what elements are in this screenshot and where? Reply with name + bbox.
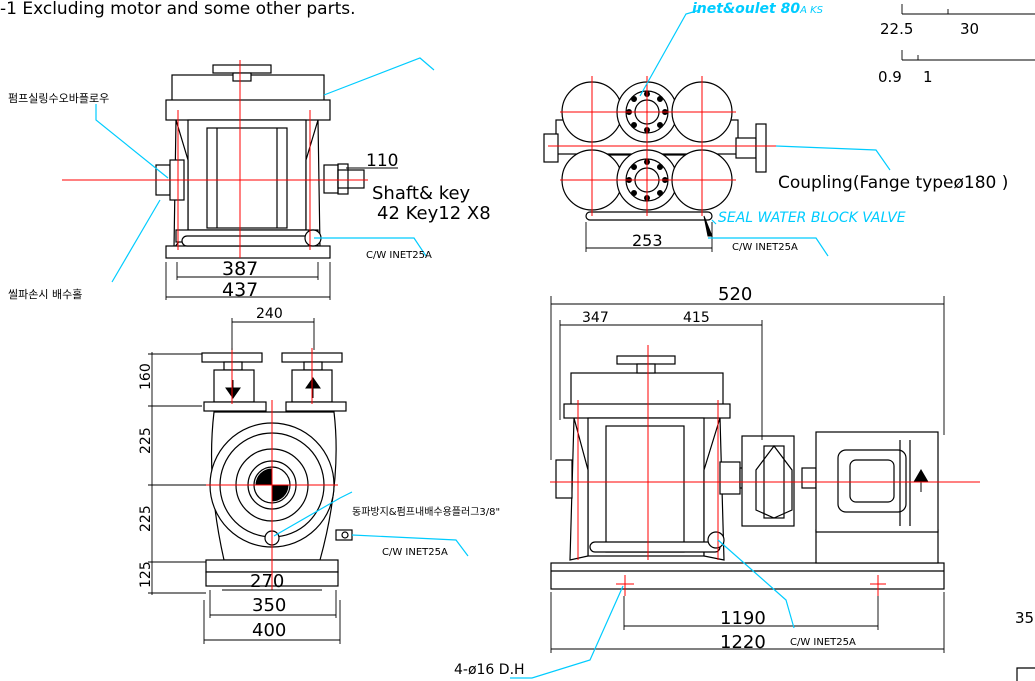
corner-frame	[1016, 667, 1035, 681]
dim-270: 270	[250, 571, 284, 592]
dim-240: 240	[256, 306, 283, 322]
leader-anchor-holes	[510, 585, 624, 679]
corner-number: 35	[1015, 609, 1034, 627]
dim-1220: 1220	[720, 632, 766, 653]
scale-tick-1: 1	[923, 68, 933, 86]
scale-tick-0-9: 0.9	[878, 68, 902, 86]
anchor-holes-label: 4-ø16 D.H	[454, 662, 525, 678]
leader-cw-4	[717, 539, 795, 629]
dim-125: 125	[138, 561, 154, 588]
leader-cw-2	[708, 237, 829, 257]
shaft-key-label: Shaft& key	[372, 183, 471, 204]
dim-225-lower: 225	[138, 505, 154, 532]
seal-valve-label: SEAL WATER BLOCK VALVE	[718, 210, 906, 226]
leader-cw-1	[314, 237, 427, 257]
dim-225-upper: 225	[138, 427, 154, 454]
leader-coupling	[775, 145, 891, 171]
dim-415: 415	[683, 310, 710, 326]
cw-inlet-2: C/W INET25A	[732, 242, 798, 253]
dim-437: 437	[222, 279, 258, 301]
leader-seal-valve	[711, 219, 717, 225]
note-top: -1 Excluding motor and some other parts.	[0, 0, 356, 19]
coupling-label: Coupling(Fange typeø180 )	[778, 173, 1008, 193]
seal-drain-label: 씰파손시 배수홀	[8, 288, 82, 301]
cw-inlet-4: C/W INET25A	[790, 637, 856, 648]
front-view: 240 160 225 225 125 270 350 400	[138, 306, 353, 644]
inlet-outlet-label: inet&oulet 80A KS	[692, 1, 824, 17]
anti-freeze-plug-label: 동파방지&펌프내배수용플러그3/8"	[352, 506, 500, 518]
leader-top-cover	[323, 57, 435, 96]
leader-cw-3	[351, 534, 469, 557]
assembly-view: 520 347 415 1190 1220	[550, 284, 980, 653]
dim-110: 110	[366, 151, 398, 171]
leader-plug	[273, 491, 353, 537]
leader-overflow	[95, 104, 169, 179]
side-view: 110 Shaft& key 42 Key12 X8 387 437	[62, 60, 491, 301]
dim-347: 347	[582, 310, 609, 326]
cw-inlet-3: C/W INET25A	[382, 547, 448, 558]
dim-350: 350	[252, 595, 286, 616]
scale-tick-22-5: 22.5	[880, 20, 913, 38]
dim-1520: 520	[718, 284, 752, 305]
dim-253: 253	[632, 231, 663, 250]
leader-inlet-outlet	[639, 9, 701, 97]
dim-387: 387	[222, 258, 258, 280]
scale-bar: 22.5 30 0.9 1	[878, 4, 1035, 86]
pump-overflow-label: 펌프실링수오바플로우	[8, 92, 109, 105]
scale-tick-30: 30	[960, 20, 979, 38]
dim-400: 400	[252, 620, 286, 641]
cw-inlet-1: C/W INET25A	[366, 250, 432, 261]
dim-160: 160	[138, 363, 154, 390]
leader-drain-hole	[111, 199, 161, 283]
dim-1190: 1190	[720, 608, 766, 629]
shaft-key-size: 42 Key12 X8	[377, 203, 491, 224]
top-view: 253	[543, 76, 780, 252]
